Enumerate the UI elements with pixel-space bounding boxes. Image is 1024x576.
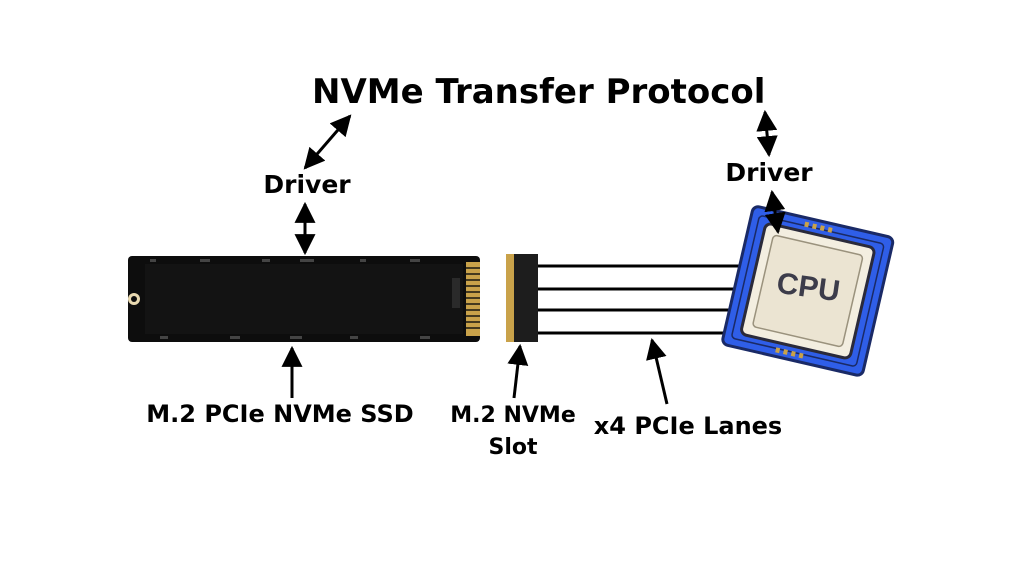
driver-label-left: Driver [263, 170, 351, 199]
pcie-lanes-label: x4 PCIe Lanes [593, 412, 783, 440]
slot-connector [506, 254, 538, 342]
slot-label: M.2 NVMe Slot [448, 400, 578, 464]
cpu-chip-image [721, 205, 895, 377]
diagram-title: NVMe Transfer Protocol [312, 72, 766, 112]
double-arrow-icon [303, 114, 352, 170]
driver-label-right: Driver [725, 158, 813, 187]
ssd-image [128, 256, 480, 342]
double-arrow-icon [764, 189, 786, 235]
pcie-lanes [538, 264, 752, 335]
slot-label-line1: M.2 NVMe [450, 403, 576, 428]
double-arrow-icon [507, 343, 529, 399]
double-arrow-icon [756, 109, 778, 158]
slot-label-line2: Slot [488, 435, 538, 460]
ssd-label: M.2 PCIe NVMe SSD [146, 400, 414, 428]
double-arrow-icon [646, 337, 669, 405]
